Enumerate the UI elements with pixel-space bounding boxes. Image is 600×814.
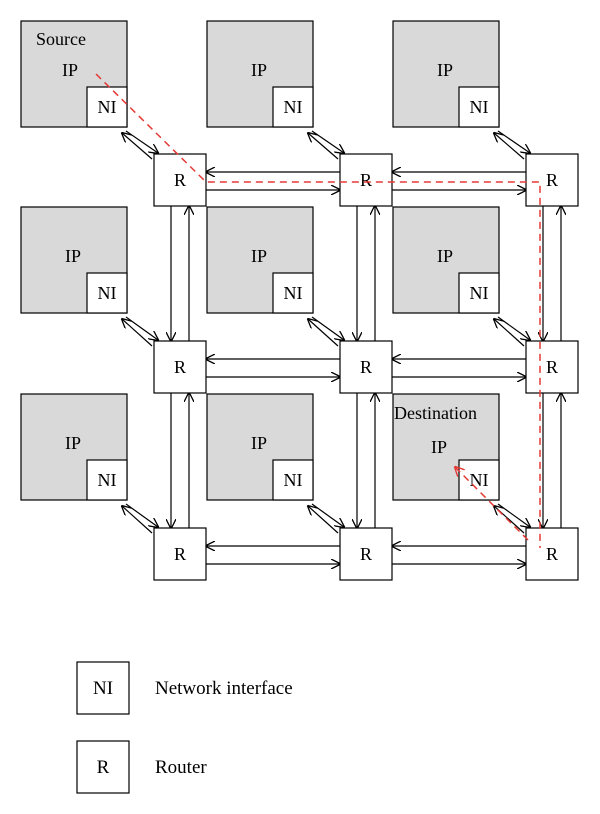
router-label: R <box>546 170 558 190</box>
network-interface <box>272 459 314 501</box>
router-to-ni-arrow <box>122 506 153 534</box>
legend-router-text: Router <box>155 757 207 778</box>
routing-path <box>95 73 541 548</box>
router-label: R <box>360 357 372 377</box>
ni-label: NI <box>98 283 117 303</box>
router <box>153 153 207 207</box>
ni-label: NI <box>470 97 489 117</box>
router <box>525 153 579 207</box>
tile-2-1: IP NI R <box>206 393 393 581</box>
ni-label: NI <box>470 470 489 490</box>
network-interface <box>86 459 128 501</box>
router <box>525 340 579 394</box>
network-interface <box>458 459 500 501</box>
legend-ni-text: Network interface <box>155 678 293 699</box>
router <box>525 527 579 581</box>
source-label: Source <box>36 29 86 49</box>
router <box>339 527 393 581</box>
router-to-ni-arrow <box>122 133 153 160</box>
tiles-layer: IP NI R IP NI R IP NI R IP NI R IP NI R IP NI R IP NI R IP NI R… <box>20 20 579 581</box>
ip-label: IP <box>251 60 267 80</box>
router-label: R <box>546 544 558 564</box>
ip-label: IP <box>431 437 447 457</box>
ni-label: NI <box>284 470 303 490</box>
router <box>339 153 393 207</box>
network-interface <box>272 272 314 314</box>
network-interface <box>272 86 314 128</box>
router-label: R <box>174 357 186 377</box>
router-to-ni-arrow <box>308 319 339 347</box>
legend-router-symbol-text: R <box>97 757 110 778</box>
routing-path-end <box>455 467 529 541</box>
legend: NI Network interface R Router <box>76 661 293 794</box>
ip-label: IP <box>437 60 453 80</box>
legend-router-symbol <box>76 740 130 794</box>
router-label: R <box>360 170 372 190</box>
router-to-ni-arrow <box>494 319 525 347</box>
router <box>153 527 207 581</box>
legend-ni-symbol-text: NI <box>93 678 113 699</box>
tile-0-2: IP NI R <box>392 20 579 207</box>
ip-label: IP <box>62 60 78 80</box>
tile-2-2: IP NI R <box>392 393 579 581</box>
tile-1-1: IP NI R <box>206 206 393 394</box>
router <box>153 340 207 394</box>
router-to-ni-arrow <box>308 506 339 534</box>
ip-label: IP <box>251 246 267 266</box>
tile-2-0: IP NI R <box>20 393 207 581</box>
network-interface <box>458 272 500 314</box>
ip-label: IP <box>437 246 453 266</box>
router-label: R <box>174 544 186 564</box>
ni-label: NI <box>98 470 117 490</box>
ip-label: IP <box>65 433 81 453</box>
ip-core <box>392 20 500 128</box>
network-interface <box>86 272 128 314</box>
ni-label: NI <box>284 97 303 117</box>
links-layer <box>122 130 561 564</box>
router-label: R <box>546 357 558 377</box>
tile-1-0: IP NI R <box>20 206 207 394</box>
ni-label: NI <box>470 283 489 303</box>
router-to-ni-arrow <box>308 133 339 160</box>
router-to-ni-arrow <box>494 133 525 160</box>
legend-ni-symbol <box>76 661 130 715</box>
tile-0-0: IP NI R <box>20 20 207 207</box>
router <box>339 340 393 394</box>
ip-label: IP <box>251 433 267 453</box>
destination-label: Destination <box>394 403 477 423</box>
network-interface <box>458 86 500 128</box>
ip-label: IP <box>65 246 81 266</box>
ni-label: NI <box>98 97 117 117</box>
ni-label: NI <box>284 283 303 303</box>
tile-1-2: IP NI R <box>392 206 579 394</box>
router-label: R <box>360 544 372 564</box>
router-to-ni-arrow <box>122 319 153 347</box>
router-label: R <box>174 170 186 190</box>
tile-0-1: IP NI R <box>206 20 393 207</box>
network-interface <box>86 86 128 128</box>
